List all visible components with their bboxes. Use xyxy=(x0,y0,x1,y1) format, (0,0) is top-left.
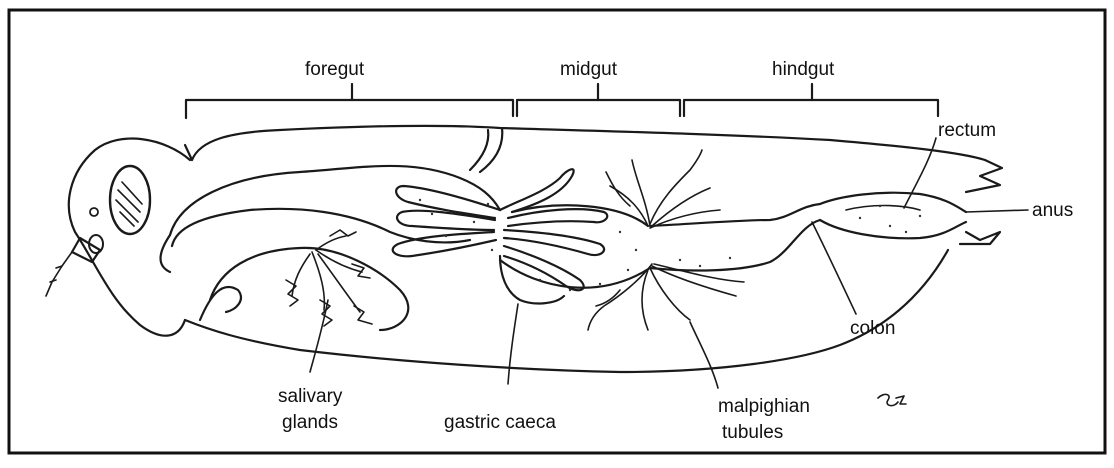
malpighian-tubules-label-line1: malpighian xyxy=(718,396,810,417)
rectum-label: rectum xyxy=(938,120,996,141)
salivary-glands-leader-line xyxy=(310,300,328,372)
foregut-bracket xyxy=(186,84,513,118)
stipple-texture xyxy=(419,199,921,291)
hindgut-label: hindgut xyxy=(772,59,835,80)
hindgut-tube xyxy=(650,193,966,271)
malpighian-tubules-group xyxy=(588,150,744,330)
midgut-bracket xyxy=(517,84,680,116)
midgut-label: midgut xyxy=(560,59,618,80)
gastric-caeca-label: gastric caeca xyxy=(444,412,556,433)
gastric-caeca-leader-line xyxy=(508,304,518,384)
anus-leader-line xyxy=(966,210,1028,212)
colon-label: colon xyxy=(850,318,895,339)
salivary-glands-group xyxy=(200,230,408,330)
salivary-glands-label-line1: salivary xyxy=(278,386,343,407)
colon-leader-line xyxy=(812,222,856,314)
frame-border xyxy=(9,10,1105,453)
malpighian-tubules-leader-line xyxy=(690,322,718,388)
malpighian-tubules-label-line2: tubules xyxy=(722,422,783,443)
salivary-glands-label-line2: glands xyxy=(282,412,338,433)
anus-label: anus xyxy=(1032,200,1073,221)
gastric-caeca-group xyxy=(393,169,608,303)
ocellus xyxy=(90,208,98,216)
foregut-label: foregut xyxy=(305,59,365,80)
head xyxy=(69,139,192,336)
artist-signature xyxy=(878,394,906,405)
hindgut-bracket xyxy=(684,84,938,116)
